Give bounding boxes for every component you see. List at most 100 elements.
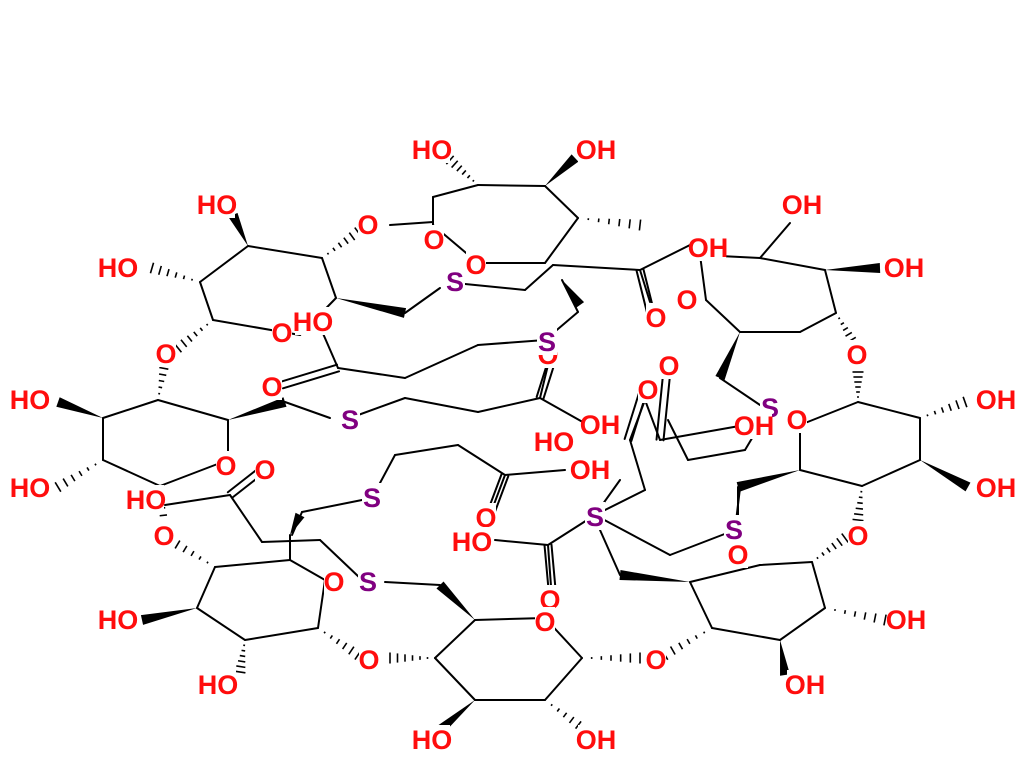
hash-bond — [190, 278, 194, 281]
bond — [404, 287, 441, 314]
hash-bond — [933, 410, 937, 415]
hydroxyl-label: HO — [197, 190, 238, 220]
bond — [244, 627, 319, 641]
label-backdrop — [445, 267, 465, 295]
bond — [477, 397, 541, 413]
label-backdrop — [12, 385, 48, 413]
hash-bond — [857, 501, 863, 505]
bond — [474, 617, 546, 621]
bond — [196, 566, 216, 609]
hash-bond — [62, 478, 69, 487]
bond — [157, 399, 229, 421]
oxygen-label: O — [423, 225, 444, 255]
hash-bond — [845, 331, 853, 337]
bond — [857, 401, 921, 419]
label-backdrop — [847, 340, 867, 368]
hash-bond — [174, 540, 181, 549]
label-backdrop — [638, 375, 658, 403]
bond — [389, 221, 434, 226]
bond — [711, 627, 781, 641]
bond — [759, 561, 813, 566]
label-backdrop — [736, 411, 772, 439]
bond — [477, 339, 546, 346]
bond — [317, 579, 326, 629]
hash-bond — [940, 407, 945, 413]
hash-bond — [159, 366, 169, 370]
hash-bond — [158, 386, 163, 389]
hash-bond — [237, 659, 246, 663]
label-backdrop — [659, 351, 679, 379]
hash-bond — [199, 327, 204, 332]
hash-bond — [182, 275, 186, 280]
hash-bond — [206, 561, 209, 564]
wedge-bond — [140, 608, 197, 625]
hash-bond — [86, 467, 90, 471]
label-backdrop — [199, 190, 235, 218]
hash-bond — [337, 242, 343, 248]
bond — [301, 497, 373, 513]
bond — [639, 244, 691, 271]
label-backdrop — [540, 585, 560, 613]
hash-bond — [234, 670, 246, 674]
hash-bond — [816, 556, 819, 560]
hash-bond — [348, 646, 355, 655]
hash-bond — [190, 550, 195, 557]
sulfur-label: S — [363, 483, 381, 513]
hash-bond — [180, 339, 188, 348]
bond — [434, 657, 476, 701]
bond — [226, 466, 261, 494]
hash-bond — [843, 610, 847, 614]
hydroxyl-label: OH — [976, 473, 1017, 503]
bond — [337, 367, 406, 379]
bond — [811, 561, 826, 609]
label-backdrop — [12, 473, 48, 501]
hydroxyl-label: HO — [98, 605, 139, 635]
bond — [229, 494, 263, 543]
label-backdrop — [535, 607, 555, 635]
bond — [667, 419, 689, 461]
hydroxyl-label: HO — [98, 253, 139, 283]
bond — [799, 312, 837, 333]
hash-bond — [955, 400, 960, 410]
label-backdrop — [156, 339, 176, 367]
hash-bond — [166, 268, 170, 277]
hash-bond — [669, 646, 676, 655]
hydroxyl-label: OH — [785, 670, 826, 700]
hash-bond — [174, 272, 178, 278]
bond — [599, 529, 621, 576]
hash-bond — [853, 611, 857, 617]
hydroxyl-label: OH — [884, 253, 925, 283]
wedge-bond — [562, 280, 585, 308]
label-backdrop — [414, 725, 450, 753]
wedge-bond — [619, 570, 690, 582]
oxygen-label: O — [465, 250, 486, 280]
oxygen-label: O — [786, 405, 807, 435]
label-backdrop — [585, 502, 605, 530]
hash-bond — [842, 326, 849, 332]
hash-bond — [158, 379, 165, 383]
bond — [524, 264, 554, 291]
hash-bond — [873, 613, 877, 623]
bond — [544, 185, 579, 219]
bond — [164, 494, 231, 506]
label-backdrop — [128, 485, 164, 513]
bond — [196, 607, 246, 641]
label-backdrop — [646, 303, 666, 331]
label-backdrop — [724, 515, 744, 543]
sulfur-label: S — [725, 515, 743, 545]
bond — [539, 397, 589, 426]
label-backdrop — [100, 605, 136, 633]
bond — [291, 511, 303, 536]
hydroxyl-label: OH — [576, 725, 617, 755]
label-backdrop — [424, 225, 444, 253]
oxygen-label: O — [358, 645, 379, 675]
label-backdrop — [787, 405, 807, 433]
bond — [594, 514, 671, 556]
hash-bond — [841, 533, 849, 543]
hash-bond — [855, 507, 864, 510]
label-backdrop — [848, 521, 868, 549]
bond — [102, 399, 159, 419]
hydroxyl-label: OH — [886, 605, 927, 635]
label-backdrop — [886, 253, 922, 281]
label-backdrop — [978, 473, 1014, 501]
